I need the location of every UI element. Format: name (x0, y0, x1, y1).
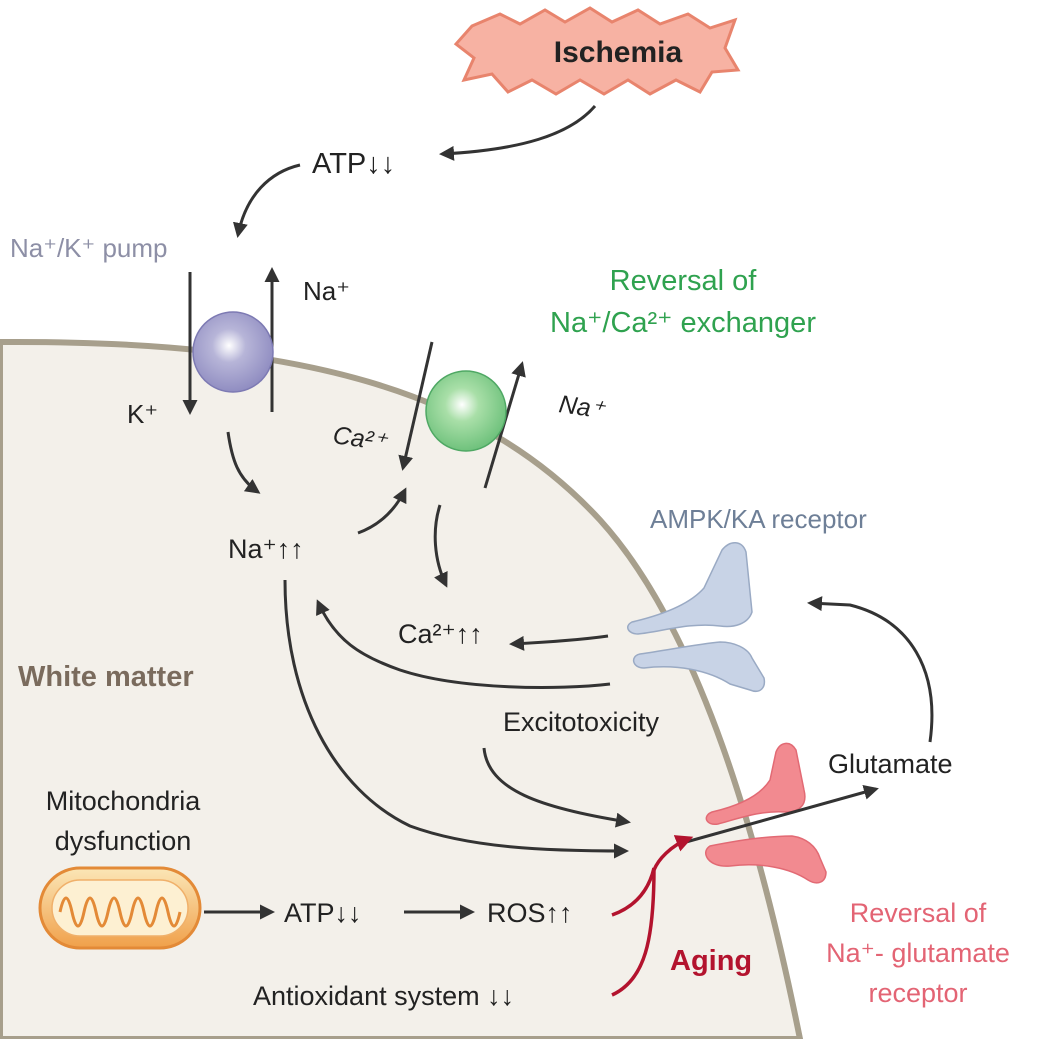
glutamate-transporter (705, 742, 827, 884)
atp-bottom-label: ATP↓↓ (284, 898, 362, 928)
arrow-na-up-receptor (283, 579, 629, 859)
na-out-label: Na⁺ (303, 276, 350, 306)
ros-label: ROS↑↑ (487, 898, 573, 928)
white-matter-label: White matter (18, 661, 194, 693)
ischemia-burst (453, 6, 741, 96)
na-up-label: Na⁺↑↑ (228, 534, 304, 564)
arrow-aging-receptor (652, 835, 694, 871)
glutamate-label: Glutamate (828, 749, 953, 779)
mitochondria-icon (38, 866, 202, 950)
na-k-pump (192, 311, 274, 393)
mito-label-line1: Mitochondria (46, 786, 202, 816)
glu-rev-line2: Na⁺- glutamate (826, 938, 1010, 968)
glu-rev-line1: Reversal of (850, 898, 987, 928)
arrow-receptor-na-up (316, 599, 611, 689)
excitotoxicity-label: Excitotoxicity (503, 707, 660, 737)
aging-label: Aging (670, 945, 752, 977)
pump-label: Na⁺/K⁺ pump (10, 233, 168, 263)
ampk-ka-receptor (627, 542, 766, 692)
ca-up-label: Ca²⁺↑↑ (398, 619, 483, 649)
arrow-ncx-ca-up (433, 504, 448, 588)
arrow-pump-na-up (226, 431, 261, 494)
atp-top-label: ATP↓↓ (312, 148, 395, 180)
antioxidant-label: Antioxidant system ↓↓ (253, 981, 514, 1011)
ncx-label-line2: Na⁺/Ca²⁺ exchanger (550, 307, 816, 339)
na-ca-exchanger (425, 370, 507, 452)
arrow-antioxidant-aging (611, 867, 656, 997)
ampk-label: AMPK/KA receptor (650, 504, 867, 534)
k-in-label: K⁺ (127, 399, 158, 429)
arrow-na-up-ncx (357, 487, 407, 535)
ncx-label-line1: Reversal of (610, 265, 758, 297)
ncx-na-label: Na⁺ (557, 390, 607, 424)
arrow-glutamate-out (685, 785, 879, 844)
ischemia-label: Ischemia (554, 36, 683, 69)
arrow-ischemia-atp (439, 105, 597, 161)
glu-rev-line3: receptor (868, 978, 967, 1008)
arrow-excitotoxicity-receptor (482, 747, 631, 828)
mito-label-line2: dysfunction (55, 826, 192, 856)
arrow-receptor-ca-up (509, 634, 609, 651)
arrow-ca-in (398, 341, 434, 471)
arrow-glutamate-ampk (807, 596, 934, 743)
arrow-atp-pump (233, 163, 301, 238)
